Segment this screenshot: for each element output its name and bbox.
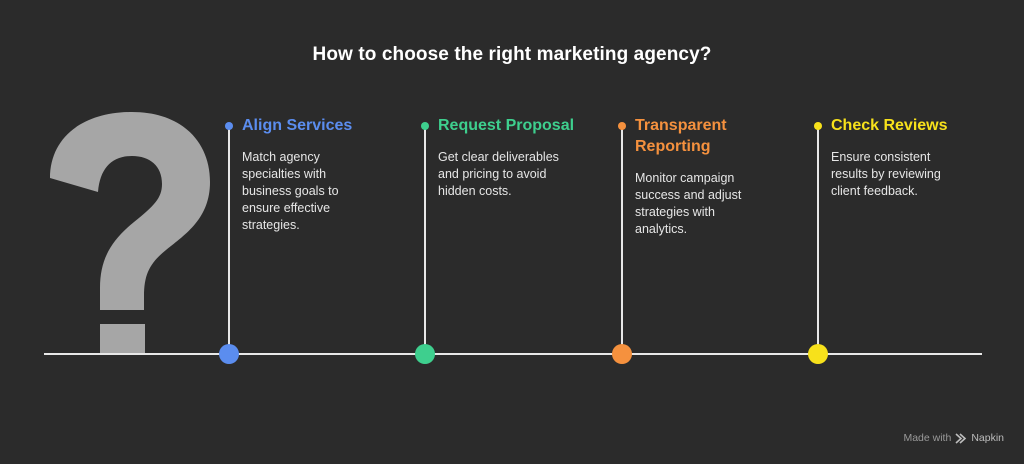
step-2-description: Get clear deliverables and pricing to av… xyxy=(438,150,559,198)
step-1-marker xyxy=(225,122,233,130)
step-1-description: Match agency specialties with business g… xyxy=(242,150,339,232)
step-2-node xyxy=(415,344,435,364)
step-1-node xyxy=(219,344,239,364)
step-1-title: Align Services xyxy=(242,117,353,134)
napkin-attribution[interactable]: Made with Napkin xyxy=(903,432,1004,444)
step-3-node xyxy=(612,344,632,364)
napkin-brand-label: Napkin xyxy=(971,432,1004,444)
step-2-title: Request Proposal xyxy=(438,117,575,134)
step-3-title: Transparent Reporting xyxy=(635,117,727,155)
step-1-connector xyxy=(228,126,230,354)
step-3-connector xyxy=(621,126,623,354)
step-4-marker xyxy=(814,122,822,130)
step-4-connector xyxy=(817,126,819,354)
diagram-title: How to choose the right marketing agency… xyxy=(312,44,712,65)
step-3-description: Monitor campaign success and adjust stra… xyxy=(635,171,742,236)
question-mark-icon xyxy=(50,112,210,354)
napkin-logo-icon xyxy=(955,432,967,444)
step-4-description: Ensure consistent results by reviewing c… xyxy=(831,150,941,198)
step-4-node xyxy=(808,344,828,364)
step-2-marker xyxy=(421,122,429,130)
step-2-connector xyxy=(424,126,426,354)
timeline-axis xyxy=(44,353,982,355)
step-3-marker xyxy=(618,122,626,130)
made-with-label: Made with xyxy=(903,432,952,444)
step-4-title: Check Reviews xyxy=(831,117,948,134)
